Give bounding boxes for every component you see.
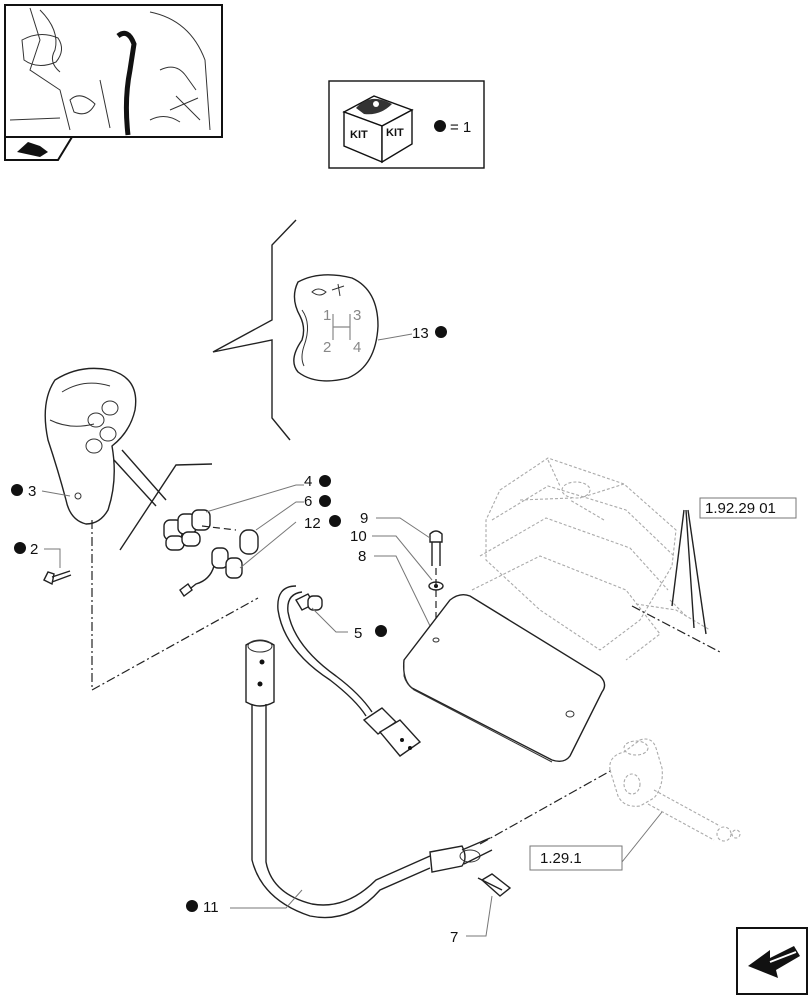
kit-box-icon: KIT KIT xyxy=(342,95,414,164)
leader-5 xyxy=(311,607,348,633)
callout-10: 10 xyxy=(350,528,367,545)
callout-13: 13 xyxy=(412,325,429,342)
lever-head-reference-ghost xyxy=(609,738,741,842)
gaiter-reference-ghost xyxy=(471,457,711,661)
leader-2 xyxy=(44,548,61,568)
gear-number-1: 1 xyxy=(323,307,331,324)
locator-tab-icon xyxy=(4,136,74,161)
bullet-icon xyxy=(434,120,446,132)
callout-bracket xyxy=(212,219,297,441)
kit-label-left: KIT xyxy=(350,129,368,141)
knob-pointer xyxy=(113,449,167,507)
screw-2 xyxy=(43,570,72,586)
ref-box-1-92-29-01: 1.92.29 01 xyxy=(699,497,797,519)
gear-knob xyxy=(44,367,137,525)
leader-3 xyxy=(41,490,71,497)
bullet-icon xyxy=(319,495,331,507)
callout-2: 2 xyxy=(30,541,38,558)
nav-arrow-icon[interactable] xyxy=(736,927,808,995)
bullet-icon xyxy=(319,475,331,487)
wiring-harness xyxy=(277,585,422,757)
bullet-icon xyxy=(14,542,26,554)
leader-11 xyxy=(230,889,303,909)
gear-number-2: 2 xyxy=(323,339,331,356)
dashed-knob-path xyxy=(91,520,259,692)
gear-number-4: 4 xyxy=(353,339,361,356)
bullet-icon xyxy=(435,326,447,338)
dashed-lever-path xyxy=(479,769,613,845)
callout-4: 4 xyxy=(304,473,312,490)
bolt-9 xyxy=(429,530,443,566)
callout-6: 6 xyxy=(304,493,312,510)
locator-thumbnail xyxy=(4,4,223,138)
leader-6 xyxy=(255,501,304,531)
leader-12 xyxy=(239,521,297,569)
callout-9: 9 xyxy=(360,510,368,527)
ref-label-1-92-29-01: 1.92.29 01 xyxy=(705,500,776,517)
gear-lever xyxy=(245,639,512,919)
knob-label-plate: 1 2 3 4 xyxy=(293,274,379,382)
ref-box-1-29-1: 1.29.1 xyxy=(529,845,623,871)
kit-legend-box: KIT KIT = 1 xyxy=(328,80,485,169)
bullet-icon xyxy=(186,900,198,912)
callout-8: 8 xyxy=(358,548,366,565)
ref-pointer-lines xyxy=(671,509,707,635)
switch-bracket xyxy=(119,463,213,551)
leader-13 xyxy=(377,333,413,341)
callout-5: 5 xyxy=(354,625,362,642)
callout-12: 12 xyxy=(304,515,321,532)
bullet-icon xyxy=(11,484,23,496)
kit-legend-text: = 1 xyxy=(450,119,471,136)
mounting-plate-8 xyxy=(402,593,606,763)
switch-group xyxy=(163,509,259,598)
ref-label-1-29-1: 1.29.1 xyxy=(540,850,582,867)
callout-3: 3 xyxy=(28,483,36,500)
leader-10 xyxy=(372,535,433,581)
leader-7 xyxy=(466,895,493,937)
bullet-icon xyxy=(375,625,387,637)
callout-11: 11 xyxy=(203,899,219,916)
callout-7: 7 xyxy=(450,929,458,946)
bullet-icon xyxy=(329,515,341,527)
kit-label-right: KIT xyxy=(386,127,404,139)
leader-1-29-1 xyxy=(621,811,663,863)
gear-number-3: 3 xyxy=(353,307,361,324)
leader-9 xyxy=(376,517,431,539)
leader-8 xyxy=(374,555,433,631)
leader-4 xyxy=(205,484,304,513)
